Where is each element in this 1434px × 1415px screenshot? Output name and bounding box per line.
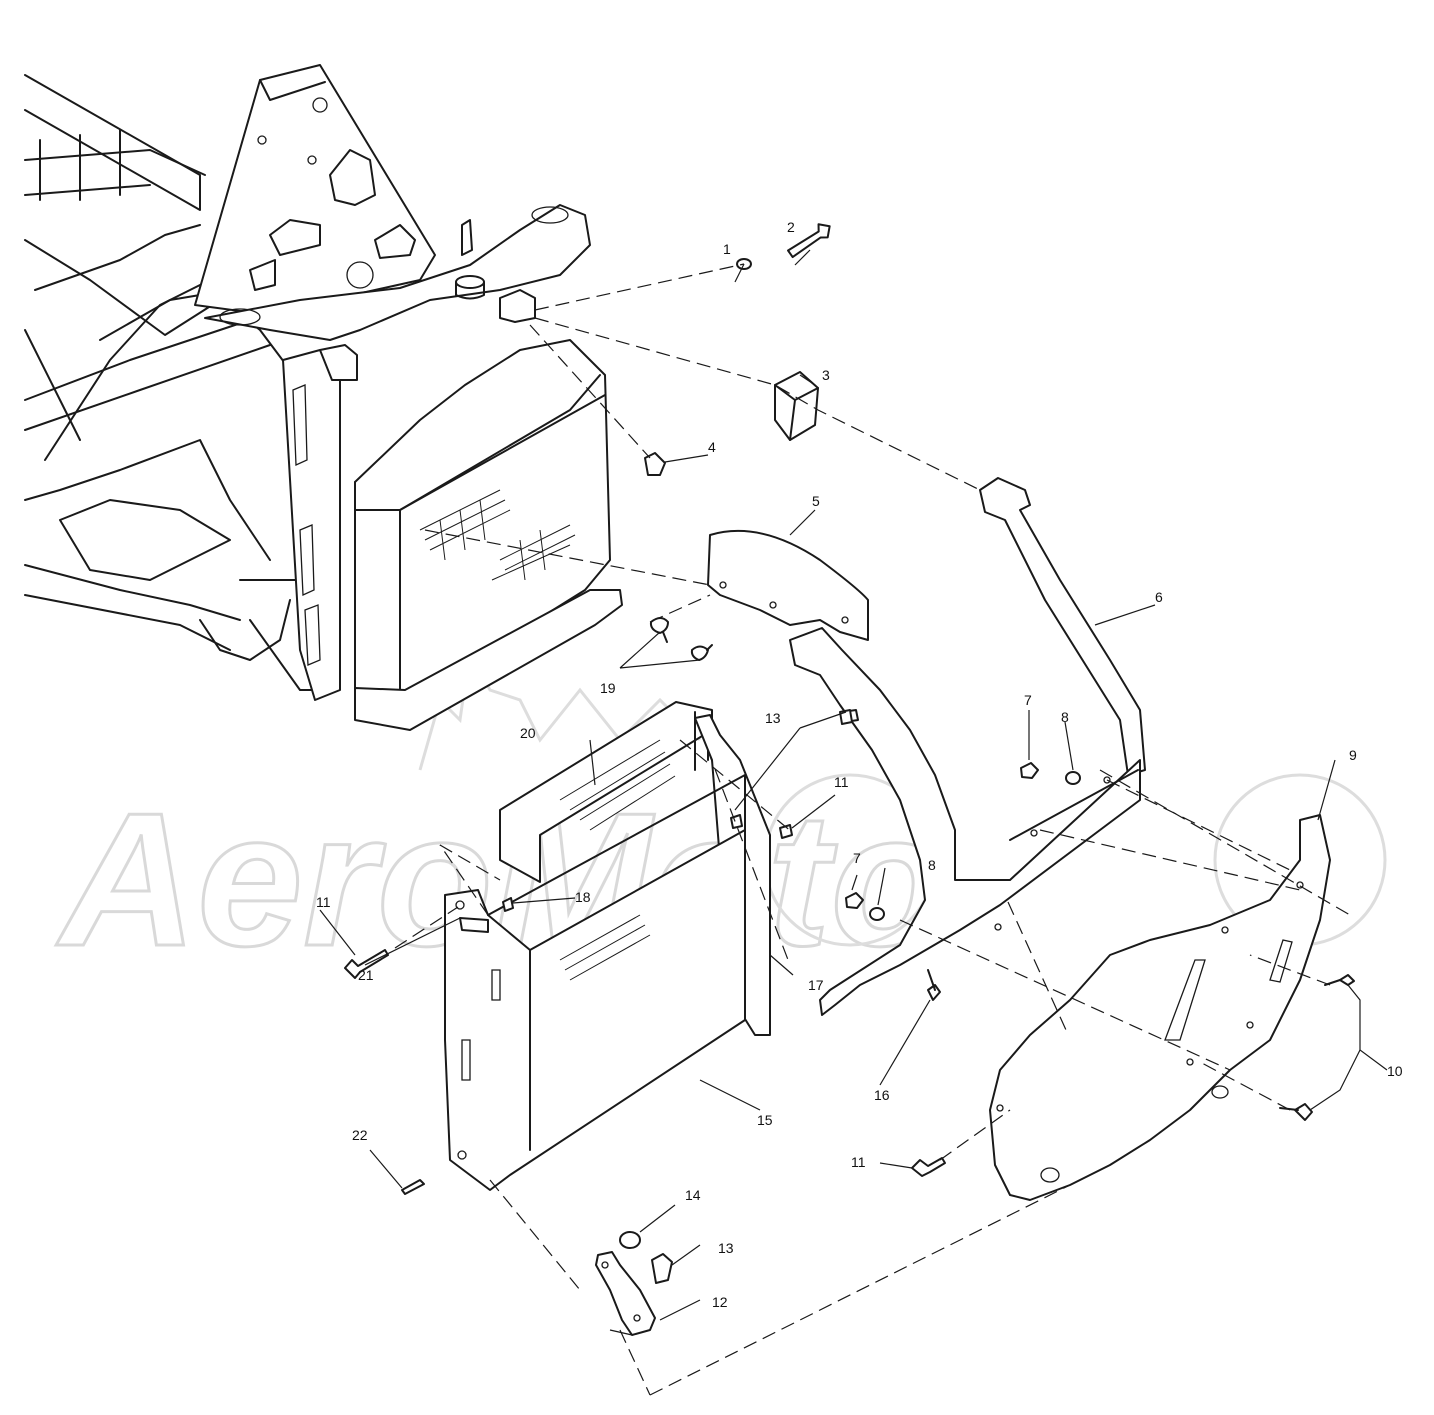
part-11-screw-a	[779, 824, 793, 839]
part-5-panel	[707, 529, 869, 641]
callout-7a: 7	[1024, 692, 1032, 708]
callout-20: 20	[520, 725, 536, 741]
part-4-nut	[644, 452, 666, 476]
leader-lines	[319, 249, 1388, 1336]
radiator-base	[354, 589, 623, 731]
part-14-washer	[619, 1231, 641, 1249]
callout-13b: 13	[718, 1240, 734, 1256]
part-7-nut-b	[845, 892, 864, 909]
callout-21: 21	[358, 967, 374, 983]
callout-2: 2	[787, 219, 795, 235]
callout-12: 12	[712, 1294, 728, 1310]
part-13-nut	[651, 1253, 673, 1284]
part-2-bolt	[787, 223, 831, 259]
callout-7b: 7	[853, 850, 861, 866]
bracket-upper	[499, 289, 536, 323]
hardware-top	[644, 223, 831, 476]
callout-14: 14	[685, 1187, 701, 1203]
part-15-shroud	[444, 829, 746, 1191]
part-11-bolt-c	[911, 1157, 946, 1177]
part-22-pin	[401, 1179, 425, 1195]
part-7-nut-a	[1020, 762, 1039, 779]
callout-19: 19	[600, 680, 616, 696]
callout-10: 10	[1387, 1063, 1403, 1079]
callout-5: 5	[812, 493, 820, 509]
callout-11b: 11	[316, 894, 331, 910]
vehicle-frame	[24, 64, 591, 701]
callout-18: 18	[575, 889, 591, 905]
part-3-block	[774, 371, 819, 441]
part-16-screw	[927, 984, 941, 1001]
callout-6: 6	[1155, 589, 1163, 605]
part-10-bolt-b	[1339, 974, 1355, 986]
callout-16: 16	[874, 1087, 890, 1103]
part-19-plug-b	[690, 645, 709, 661]
callout-labels: 1 2 3 4 5 6 7 8 9 11 13 20 19 7 8 18 11 …	[316, 219, 1403, 1310]
radiator-cap	[455, 275, 485, 289]
part-9-skid-plate	[989, 814, 1331, 1201]
shroud-group	[444, 701, 771, 1191]
callout-11a: 11	[834, 774, 849, 790]
callout-13a: 13	[765, 710, 781, 726]
callout-17: 17	[808, 977, 824, 993]
callout-15: 15	[757, 1112, 773, 1128]
panel-5-group	[649, 529, 869, 661]
part-18-screw	[502, 897, 514, 912]
callout-9: 9	[1349, 747, 1357, 763]
callout-22: 22	[352, 1127, 368, 1143]
part-13-clip-upper	[730, 814, 743, 829]
part-8-washer-b	[869, 907, 885, 921]
callout-8a: 8	[1061, 709, 1069, 725]
watermark-skyline	[418, 645, 702, 771]
radiator	[354, 275, 623, 731]
callout-4: 4	[708, 439, 716, 455]
callout-3: 3	[822, 367, 830, 383]
callout-1: 1	[723, 241, 731, 257]
frame-crossbar	[204, 204, 591, 341]
steering-panel	[194, 64, 436, 316]
part-20-cover	[499, 701, 713, 883]
part-21-clip	[459, 917, 489, 933]
part-12-bracket	[595, 1251, 656, 1336]
callout-8b: 8	[928, 857, 936, 873]
callout-11c: 11	[851, 1154, 866, 1170]
assembly-lines	[394, 263, 1351, 1396]
part-8-washer-a	[1065, 771, 1081, 785]
part-10-bolt-a	[1294, 1103, 1313, 1121]
